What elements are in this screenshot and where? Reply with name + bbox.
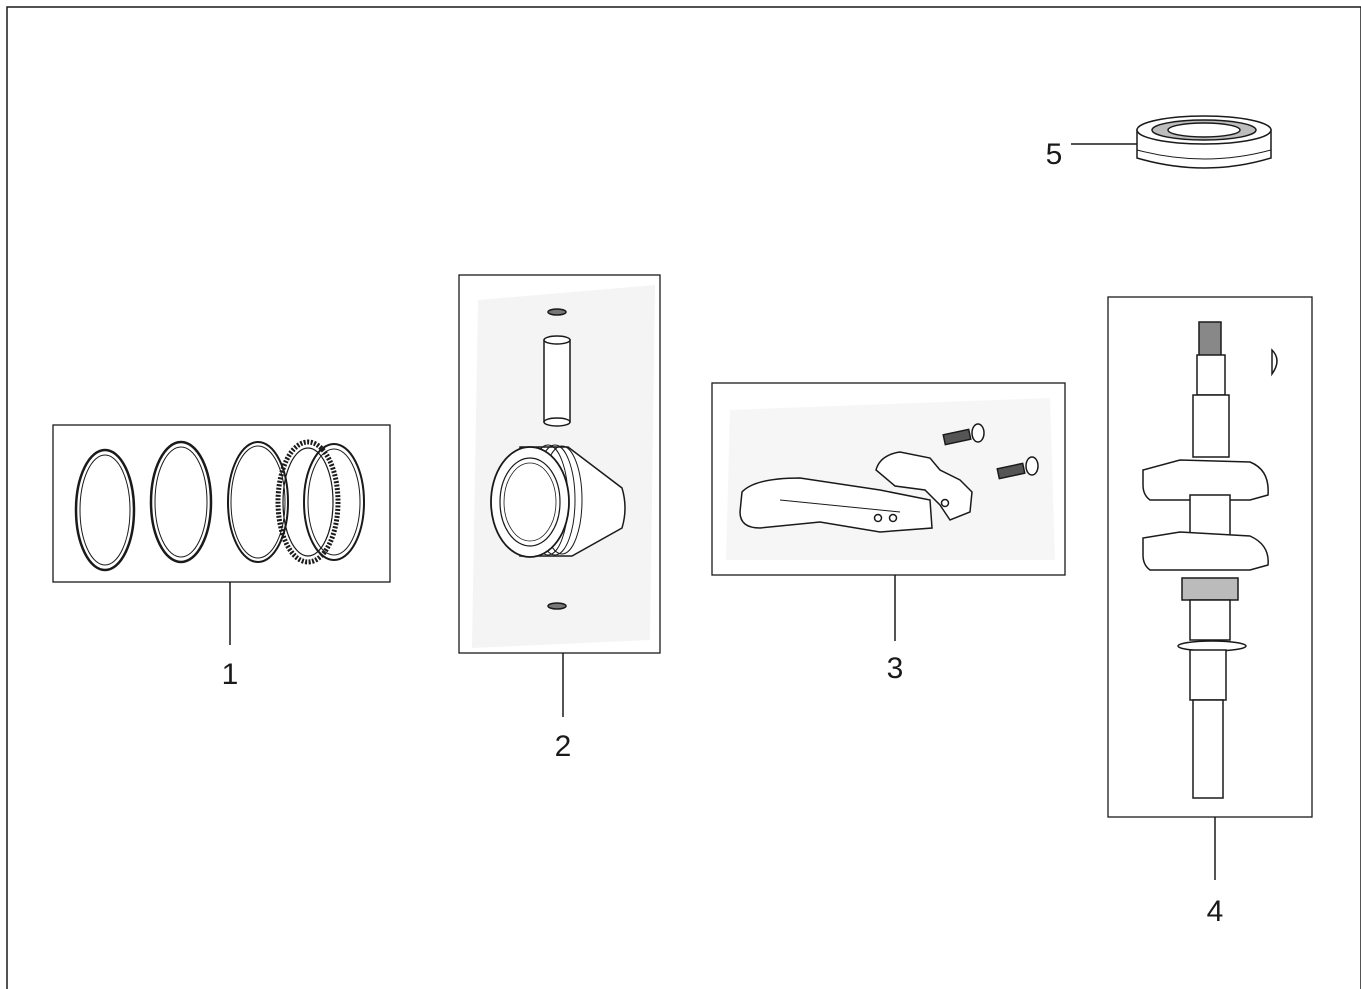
callout-1: 1 (222, 658, 239, 691)
crankshaft-drawing (1142, 321, 1278, 799)
bolt-icon (996, 456, 1039, 480)
part-3-connecting-rod[interactable]: 3 (711, 382, 1066, 685)
piston-pin-icon (543, 339, 571, 423)
part-1-piston-rings[interactable]: 1 (52, 424, 391, 691)
circlip-top-icon (547, 308, 567, 316)
page-border (6, 6, 1361, 989)
piston-drawing (490, 308, 626, 610)
part-2-piston-assembly[interactable]: 2 (458, 274, 661, 763)
callout-4: 4 (1207, 895, 1224, 928)
bearing-drawing (1136, 115, 1272, 169)
callout-3: 3 (887, 652, 904, 685)
callout-2: 2 (555, 730, 572, 763)
part-4-crankshaft[interactable]: 4 (1107, 296, 1313, 928)
connecting-rod-drawing (739, 423, 1039, 533)
circlip-bottom-icon (547, 602, 567, 610)
bolt-icon (942, 423, 985, 446)
woodruff-key-icon (1271, 348, 1278, 377)
callout-5: 5 (1046, 138, 1063, 171)
piston-rings-drawing (74, 439, 365, 572)
part-5-bearing[interactable]: 5 (1046, 115, 1272, 171)
